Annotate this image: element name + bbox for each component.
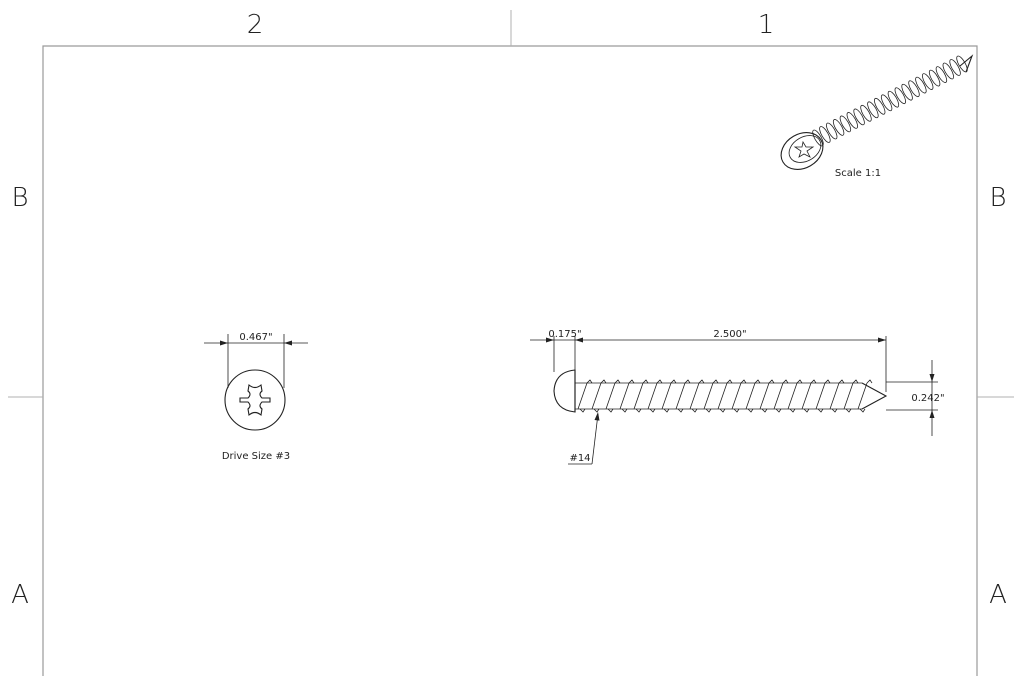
head-outline [224,369,286,431]
zone-label-2: 2 [247,10,264,40]
thread-diameter-dim: 0.242" [911,393,944,404]
iso-thread-turn [832,119,845,136]
iso-thread-turn [846,112,858,129]
iso-thread-turn [826,122,838,140]
head-diameter-dim: 0.467" [239,332,272,343]
phillips-drive-icon [239,383,271,417]
iso-thread-turn [949,59,961,76]
thread-lines [575,379,873,413]
head-view: 0.467" Drive Size #3 [204,332,308,462]
zone-label-b-right: B [989,183,1006,213]
screw-tip [861,382,888,410]
iso-thread-turn [915,76,927,94]
iso-thread-turn [928,69,941,87]
iso-thread-turn [819,126,831,143]
side-view: 0.175" 2.500" 0.242" #14 [530,329,945,465]
iso-thread-turn [839,115,852,133]
size-callout: #14 [569,453,590,464]
iso-thread [812,55,968,147]
iso-thread-turn [887,90,900,108]
iso-thread-turn [908,80,920,98]
iso-thread-turn [901,83,913,101]
isometric-view: Scale 1:1 [780,54,974,179]
iso-thread-turn [853,108,865,126]
sheet-frame [8,10,1014,676]
iso-thread-turn [942,62,954,80]
side-thread [575,379,873,413]
iso-thread-turn [935,66,948,83]
zone-label-a-left: A [11,580,29,610]
length-dim: 2.500" [713,329,746,340]
iso-tip [959,54,974,73]
zone-label-b-left: B [11,183,28,213]
iso-thread-turn [922,73,934,90]
iso-thread-turn [860,104,872,122]
zone-label-1: 1 [758,10,775,40]
iso-thread-turn [894,87,906,105]
iso-scale-label: Scale 1:1 [835,168,881,179]
zone-label-a-right: A [989,580,1007,610]
iso-head [780,132,824,170]
iso-thread-turn [867,101,879,119]
screw-head-profile [553,369,576,413]
iso-thread-turn [880,94,893,112]
head-height-dim: 0.175" [548,329,581,340]
drive-size-label: Drive Size #3 [222,451,290,462]
iso-thread-turn [874,97,886,115]
